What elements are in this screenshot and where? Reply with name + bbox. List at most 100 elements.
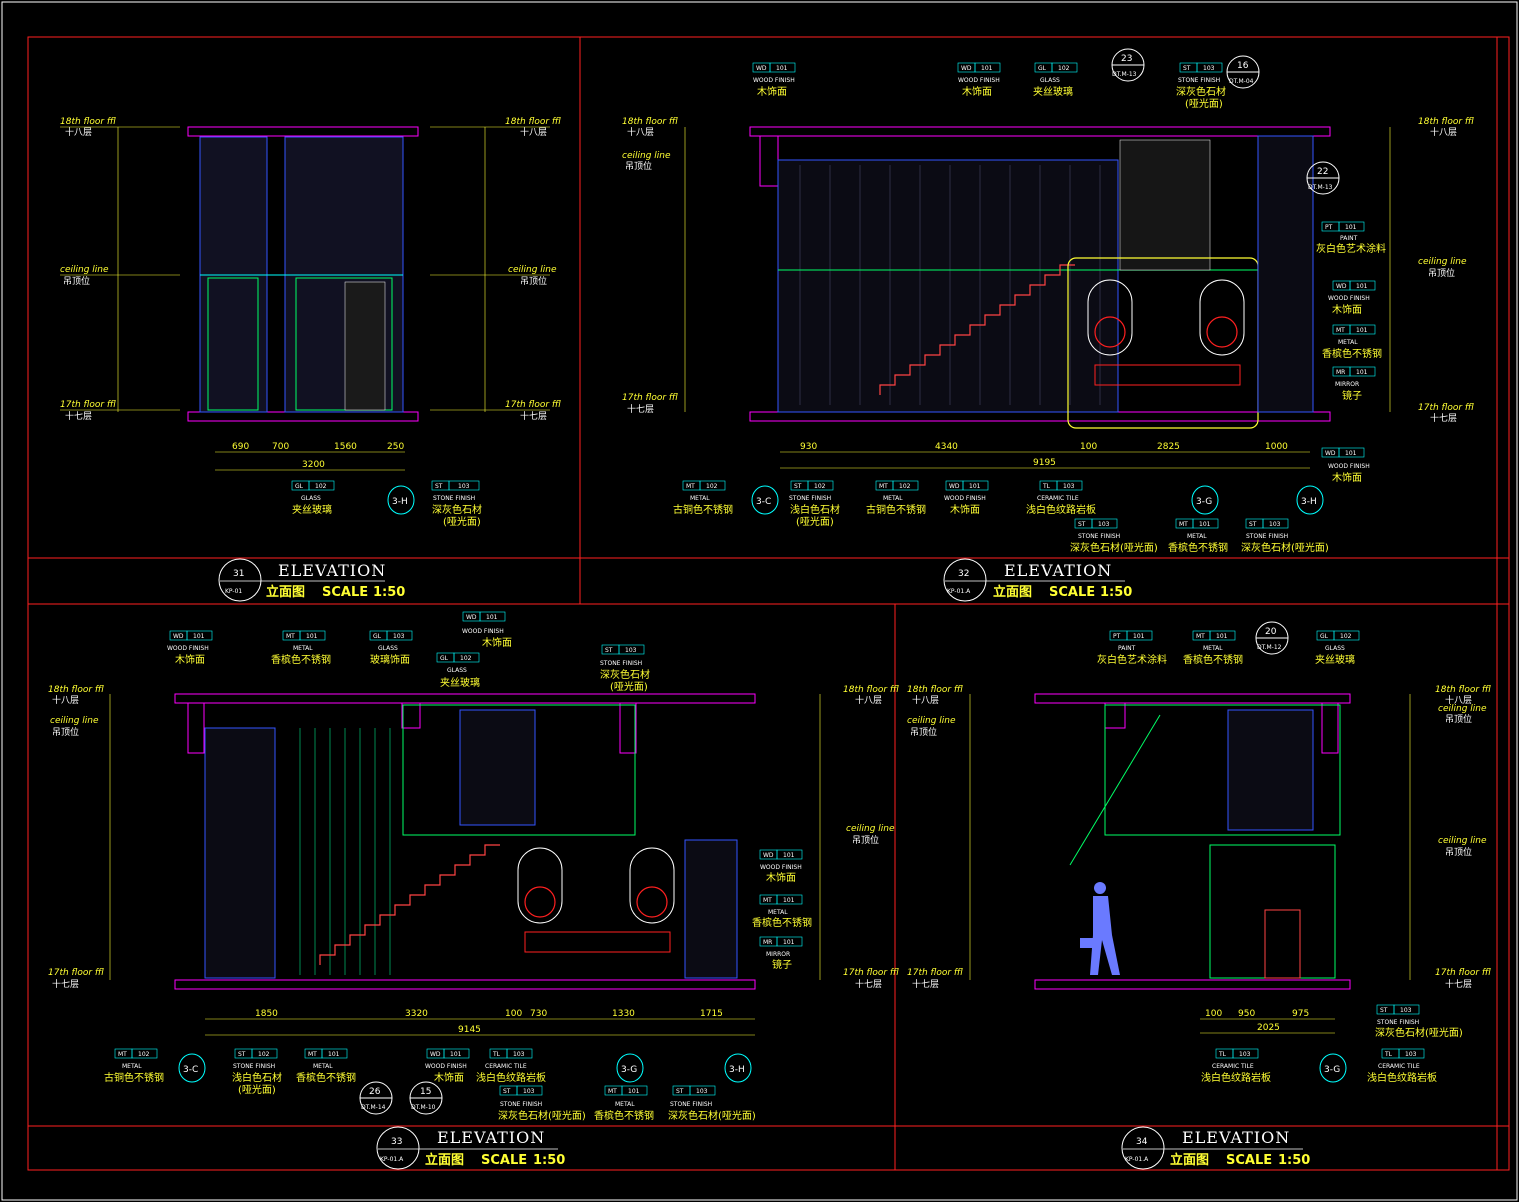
svg-text:镜子: 镜子: [772, 958, 792, 971]
panel-title-block: 34 KP-01.A ELEVATION 立面图 SCALE 1:50: [1121, 1126, 1310, 1170]
svg-text:101: 101: [1216, 633, 1228, 640]
lower-volume: [1209, 844, 1336, 979]
scale-label: SCALE: [322, 585, 368, 600]
svg-text:1850: 1850: [255, 1009, 278, 1019]
level-ceiling-en: ceiling line: [622, 151, 671, 161]
svg-text:101: 101: [1133, 633, 1145, 640]
upper-wood-panel: [459, 709, 536, 826]
svg-text:103: 103: [625, 647, 637, 654]
vanity-counter: [1094, 364, 1241, 386]
svg-text:METAL: METAL: [768, 909, 788, 916]
svg-text:GL: GL: [1038, 65, 1047, 72]
svg-text:WOOD FINISH: WOOD FINISH: [760, 864, 802, 871]
svg-text:DT.M-13: DT.M-13: [1112, 71, 1137, 78]
svg-text:23: 23: [1121, 54, 1132, 64]
svg-text:古铜色不锈钢: 古铜色不锈钢: [866, 503, 926, 516]
svg-text:102: 102: [315, 483, 327, 490]
level-17-cn: 十七层: [627, 403, 654, 415]
vanity-counter: [524, 931, 671, 953]
svg-text:3-C: 3-C: [756, 497, 771, 507]
svg-text:102: 102: [899, 483, 911, 490]
mirror-right: [629, 847, 675, 924]
svg-text:夹丝玻璃: 夹丝玻璃: [1315, 653, 1355, 666]
slab-top: [1034, 693, 1351, 704]
svg-text:103: 103: [1063, 483, 1075, 490]
svg-text:木饰面: 木饰面: [950, 503, 980, 516]
bubble-ref: KP-01.A: [380, 1156, 404, 1163]
level-18-cn-r: 十八层: [1445, 694, 1472, 706]
level-17-en: 17th floor ffl: [60, 400, 116, 410]
svg-text:ST: ST: [1380, 1007, 1388, 1014]
svg-text:浅白色纹路岩板: 浅白色纹路岩板: [1367, 1071, 1437, 1084]
svg-text:灰白色艺术涂料: 灰白色艺术涂料: [1097, 653, 1167, 666]
svg-text:METAL: METAL: [1338, 339, 1358, 346]
drawing-bubble: [218, 558, 262, 602]
svg-text:香槟色不锈钢: 香槟色不锈钢: [752, 916, 812, 929]
material-callout: ST 103 STONE FINISH 深灰色石材 (哑光面): [431, 480, 482, 528]
panel-title-block: 32 KP-01.A ELEVATION 立面图 SCALE 1:50: [943, 558, 1132, 602]
svg-text:WD: WD: [1325, 450, 1336, 457]
mirror-ring-right: [1206, 316, 1238, 348]
wood-wall: [777, 159, 1119, 413]
svg-text:木饰面: 木饰面: [962, 85, 992, 98]
svg-text:深灰色石材(哑光面): 深灰色石材(哑光面): [498, 1109, 586, 1122]
svg-text:3-C: 3-C: [183, 1065, 198, 1075]
bubble-ref: KP-01.A: [947, 588, 971, 595]
svg-text:103: 103: [393, 633, 405, 640]
svg-text:GL: GL: [373, 633, 382, 640]
level-ceiling-en: ceiling line: [60, 265, 109, 275]
svg-text:夹丝玻璃: 夹丝玻璃: [1033, 85, 1073, 98]
svg-text:101: 101: [1356, 283, 1368, 290]
mirror-left: [1087, 279, 1133, 356]
svg-text:ST: ST: [605, 647, 613, 654]
level-ceiling-en: ceiling line: [907, 716, 956, 726]
svg-text:TL: TL: [1042, 483, 1051, 490]
svg-text:102: 102: [258, 1051, 270, 1058]
level-18-cn: 十八层: [912, 694, 939, 706]
level-ceiling-en: ceiling line: [50, 716, 99, 726]
level-18-cn: 十八层: [627, 126, 654, 138]
svg-text:101: 101: [1356, 327, 1368, 334]
level-18-en: 18th floor ffl: [60, 117, 116, 127]
svg-text:9145: 9145: [458, 1025, 481, 1035]
svg-text:ST: ST: [794, 483, 802, 490]
svg-text:101: 101: [776, 65, 788, 72]
svg-text:TL: TL: [492, 1051, 501, 1058]
scale-label: SCALE: [1049, 585, 1095, 600]
svg-text:102: 102: [138, 1051, 150, 1058]
svg-text:MT: MT: [686, 483, 695, 490]
svg-text:深灰色石材(哑光面): 深灰色石材(哑光面): [1241, 541, 1329, 554]
svg-text:CERAMIC TILE: CERAMIC TILE: [1212, 1063, 1254, 1070]
svg-text:浅白色纹路岩板: 浅白色纹路岩板: [1201, 1071, 1271, 1084]
slab-top: [749, 126, 1331, 137]
svg-text:103: 103: [458, 483, 470, 490]
svg-text:ST: ST: [676, 1088, 684, 1095]
level-17-cn: 十七层: [912, 978, 939, 990]
svg-text:深灰色石材: 深灰色石材: [600, 668, 650, 681]
slab-top: [174, 693, 756, 704]
svg-text:STONE FINISH: STONE FINISH: [670, 1101, 712, 1108]
slab-bottom: [749, 411, 1331, 422]
svg-text:(哑光面): (哑光面): [1185, 97, 1223, 110]
drawing-bubble: [376, 1126, 420, 1170]
svg-text:WOOD FINISH: WOOD FINISH: [753, 77, 795, 84]
svg-text:101: 101: [628, 1088, 640, 1095]
level-ceiling-cn-r: 吊顶位: [1428, 267, 1455, 279]
svg-text:古铜色不锈钢: 古铜色不锈钢: [104, 1071, 164, 1084]
svg-text:3-G: 3-G: [1324, 1065, 1340, 1075]
svg-text:METAL: METAL: [122, 1063, 142, 1070]
svg-text:100: 100: [1205, 1009, 1222, 1019]
elevation-panel-33: 1850 3320 100 730 1330 1715 9145 18th fl…: [48, 611, 899, 1170]
slab-bottom: [187, 411, 419, 422]
